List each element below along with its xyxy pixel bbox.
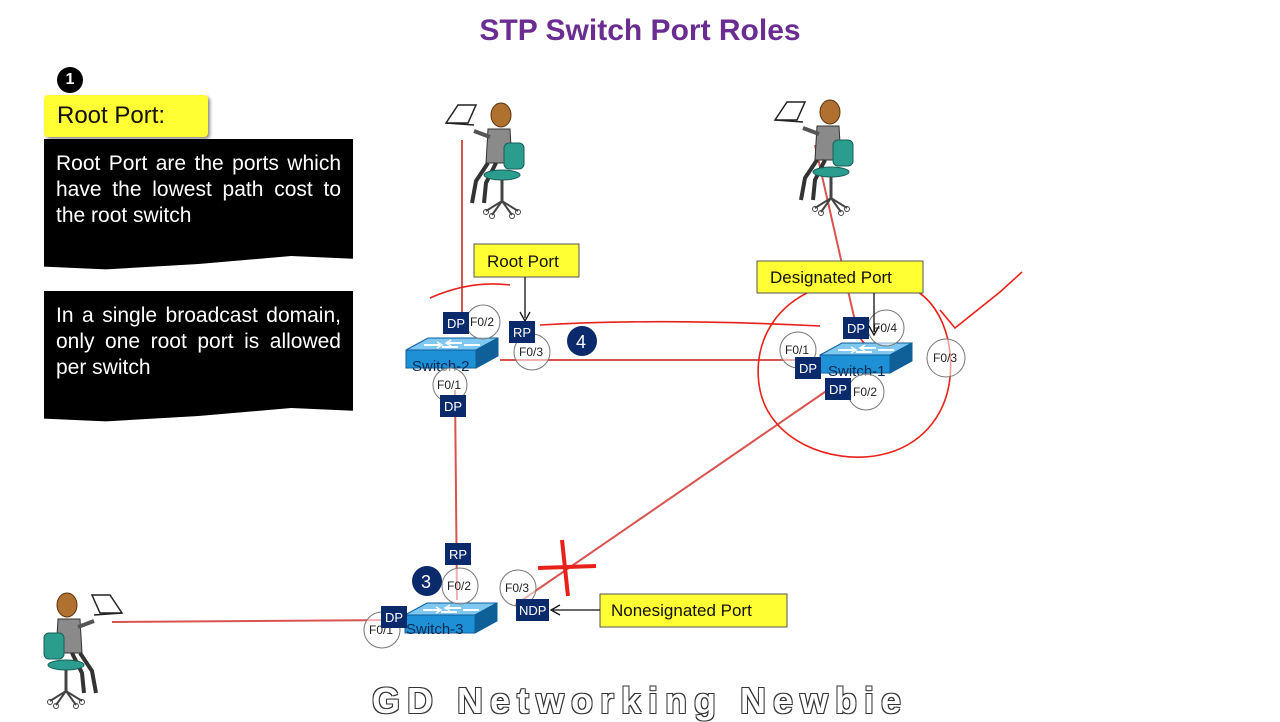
nondesignated-port-callout <box>599 593 788 628</box>
annotation-checkmark <box>939 271 1023 330</box>
port-label: F0/1 <box>437 378 461 392</box>
root-port-arrowhead <box>519 311 531 323</box>
port-role-badges <box>381 312 869 628</box>
nondesignated-port-arrowhead <box>549 604 561 616</box>
rp-badge-label: RP <box>513 325 531 340</box>
dp-badge <box>443 312 469 334</box>
definition-text-box: Root Port are the ports which have the l… <box>44 139 353 270</box>
rp-badge <box>509 321 535 343</box>
root-port-header: Root Port: <box>44 95 208 137</box>
rule-text-box: In a single broadcast domain, only one r… <box>44 291 353 422</box>
port-label: F0/4 <box>873 321 897 335</box>
port-label: F0/1 <box>785 343 809 357</box>
dp-badge <box>843 317 869 339</box>
dp-badge <box>825 378 851 400</box>
rp-badge <box>445 543 471 565</box>
step-4-label: 4 <box>576 332 586 352</box>
port-label: F0/3 <box>505 581 529 595</box>
port-label: F0/3 <box>519 345 543 359</box>
ndp-badge <box>516 599 549 621</box>
pc-user-top-right-icon <box>773 98 855 218</box>
nondesignated-port-callout-label: Nonesignated Port <box>611 601 752 620</box>
designated-port-callout-label: Designated Port <box>770 268 892 287</box>
port-label: F0/3 <box>933 351 957 365</box>
hand-annotations <box>429 271 1023 597</box>
blocked-cross-icon <box>537 539 597 597</box>
port-circle <box>441 567 479 605</box>
dp-badge-label: DP <box>444 399 462 414</box>
pc-user-top-left-icon <box>444 101 526 221</box>
watermark: GD Networking Newbie <box>371 680 909 721</box>
slide-title: STP Switch Port Roles <box>479 14 801 47</box>
port-circles <box>363 304 966 649</box>
designated-port-callout <box>756 260 924 294</box>
annotation-arrow-line <box>539 320 821 327</box>
port-label: F0/2 <box>447 579 471 593</box>
annotation-underline <box>429 283 511 299</box>
step-badge: 1 <box>57 67 83 93</box>
dp-badge-label: DP <box>847 321 865 336</box>
dp-badge <box>795 357 821 379</box>
designated-port-arrowhead <box>868 325 880 337</box>
dp-badge-label: DP <box>447 316 465 331</box>
rp-badge-label: RP <box>449 547 467 562</box>
link-pc-bottom-switch3 <box>111 619 401 623</box>
root-port-callout-label: Root Port <box>487 252 559 271</box>
dp-badge-label: DP <box>799 361 817 376</box>
dp-badge-label: DP <box>385 610 403 625</box>
link-switch3-switch1 <box>514 384 836 606</box>
dp-badge-label: DP <box>829 382 847 397</box>
root-port-callout <box>473 243 580 278</box>
network-links <box>111 140 858 623</box>
port-label: F0/2 <box>853 385 877 399</box>
annotation-circle-switch1 <box>757 278 952 458</box>
port-label: F0/2 <box>470 315 494 329</box>
dp-badge <box>381 606 407 628</box>
switch-3-label: Switch-3 <box>406 621 464 638</box>
port-circle <box>926 338 966 378</box>
step-4-circle <box>567 326 597 356</box>
step-3-label: 3 <box>421 572 431 592</box>
ndp-badge-label: NDP <box>519 603 546 618</box>
dp-badge <box>440 395 466 417</box>
step-3-circle <box>412 566 442 596</box>
